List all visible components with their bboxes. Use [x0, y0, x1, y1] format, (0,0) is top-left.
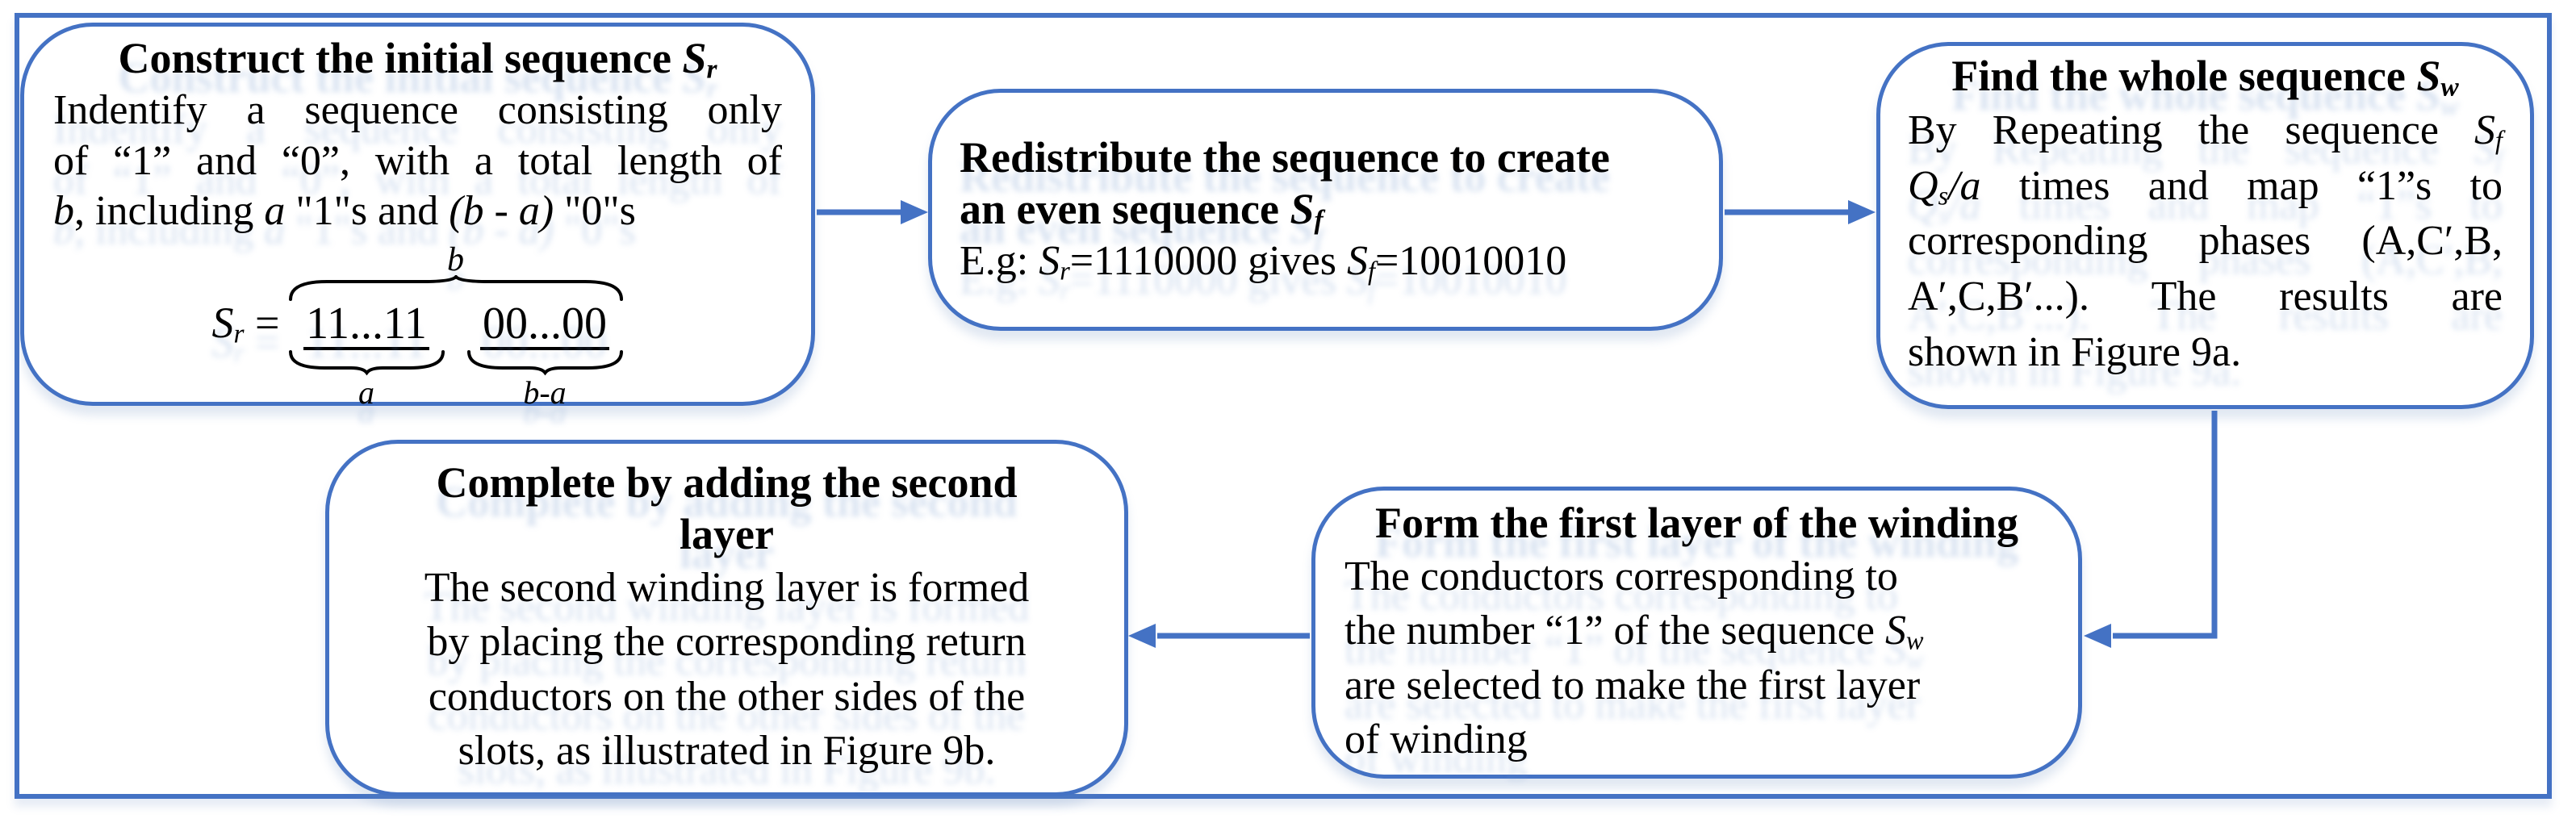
text-line: conductors on the other sides of the: [428, 673, 1026, 720]
text-line: corresponding phases (A,C′,B,: [1908, 218, 2503, 265]
text-line: shown in Figure 9a.: [1908, 328, 2242, 375]
step-box-find-whole-sequence: Find the whole sequence Sw By Repeating …: [1876, 42, 2534, 409]
step-title: Find the whole sequence Sw: [1951, 52, 2459, 102]
digit-groups: 11...11 a 00...00 b-a: [288, 301, 624, 410]
text-line: are selected to make the first layer: [1344, 662, 1921, 708]
step-title: Construct the initial sequence Sr: [118, 34, 717, 85]
text-line: by placing the corresponding return: [427, 619, 1027, 666]
zeros-group: 00...00 b-a: [466, 301, 624, 410]
step-title: an even sequence Sf: [960, 185, 1324, 236]
text-line: E.g: Sr=1110000 gives Sf=10010010: [960, 238, 1567, 286]
ones-digits: 11...11: [303, 301, 429, 351]
text-line: By Repeating the sequence Sf: [1908, 107, 2503, 155]
outer-border: [15, 13, 2552, 799]
underbrace-label-a: a: [358, 374, 374, 412]
step-title: layer: [680, 509, 774, 558]
text-line: b, including a "1"s and (b - a) "0"s: [53, 187, 636, 234]
text-line: slots, as illustrated in Figure 9b.: [458, 728, 996, 775]
braced-group: b 11...11 a 00...00: [288, 243, 624, 410]
underbrace-icon: [288, 350, 445, 376]
text-line: the number “1” of the sequence Sw: [1344, 608, 1924, 655]
text-line: The second winding layer is formed: [424, 564, 1030, 611]
sr-formula: Sr = b 11...11 a 00...00: [53, 243, 782, 410]
step-title: Form the first layer of the winding: [1375, 498, 2018, 547]
overbrace-icon: [288, 275, 623, 302]
ones-group: 11...11 a: [288, 301, 445, 410]
step-box-complete-second-layer: Complete by adding the second layer The …: [325, 440, 1128, 796]
step-title: Complete by adding the second: [436, 458, 1018, 508]
zeros-digits: 00...00: [480, 301, 609, 351]
underbrace-icon: [466, 350, 623, 376]
text-line: The conductors corresponding to: [1344, 553, 1898, 599]
step-box-construct-initial-sequence: Construct the initial sequence Sr Indent…: [20, 23, 815, 410]
text-line: of winding: [1344, 716, 1528, 763]
underbrace-label-b-a: b-a: [523, 374, 567, 412]
text-line: Indentify a sequence consisting only: [53, 87, 782, 134]
text-line: of “1” and “0”, with a total length of: [53, 137, 782, 184]
overbrace-label-b: b: [447, 241, 464, 279]
step-box-form-first-layer: Form the first layer of the winding The …: [1311, 487, 2082, 779]
formula-lhs: Sr =: [211, 299, 280, 350]
text-line: Qs/a times and map “1”s to: [1908, 162, 2503, 211]
step-title: Redistribute the sequence to create: [960, 133, 1610, 182]
step-box-redistribute-even-sequence: Redistribute the sequence to create an e…: [928, 89, 1723, 331]
text-line: A′,C,B′...). The results are: [1908, 274, 2503, 320]
